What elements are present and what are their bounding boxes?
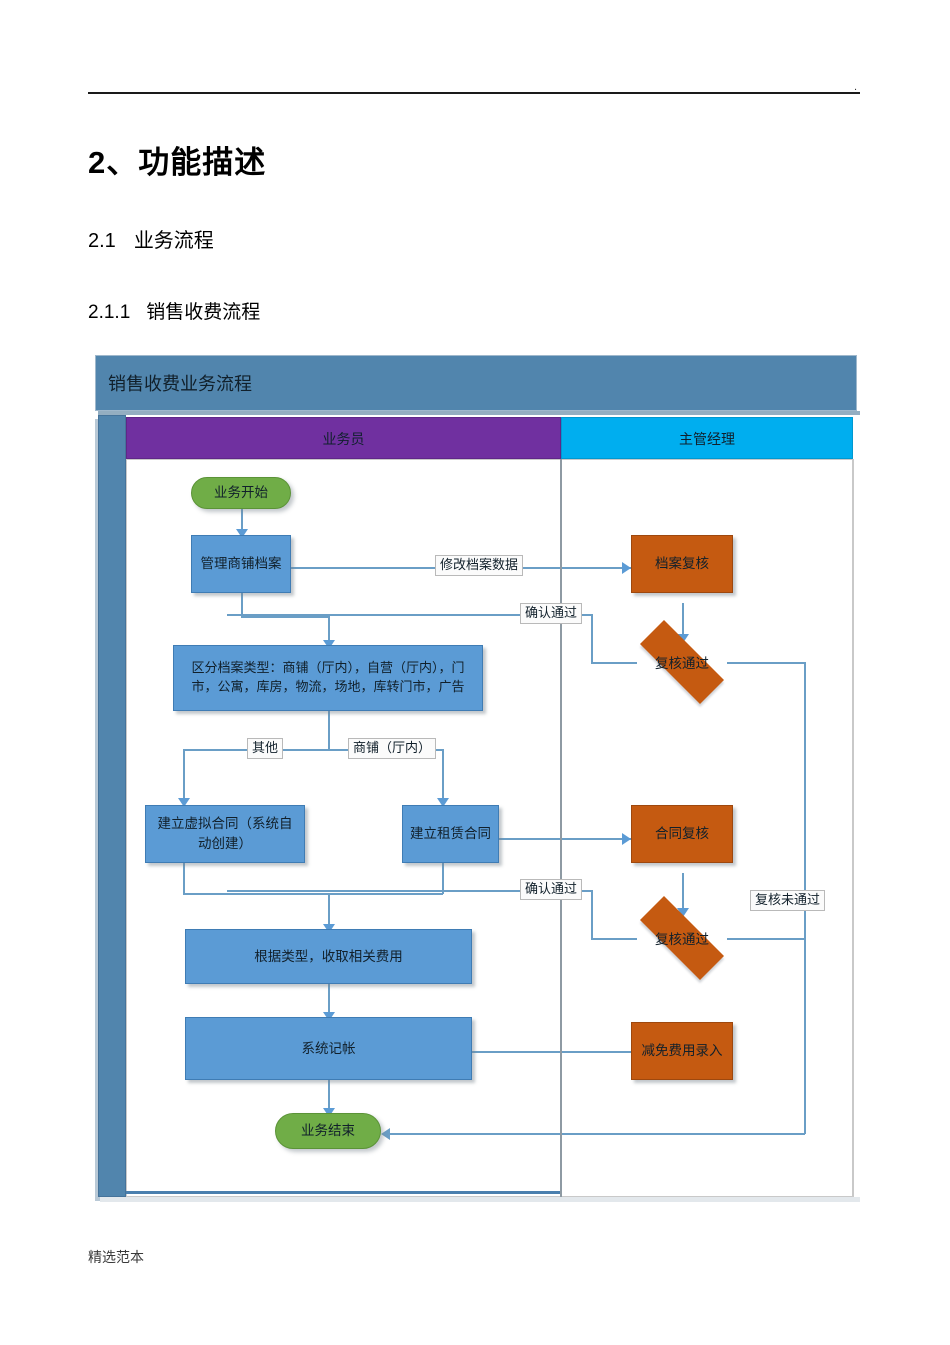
section-number-2-1-1: 2.1.1 bbox=[88, 302, 131, 323]
section-number-2-1: 2.1 bbox=[88, 230, 116, 252]
node-end-label: 业务结束 bbox=[301, 1123, 355, 1139]
edge-converge-fee-h bbox=[183, 893, 443, 895]
swimlane-title-band bbox=[98, 415, 126, 1197]
swimlane-header-sales: 业务员 bbox=[126, 417, 561, 459]
edge-manage-down bbox=[241, 593, 243, 617]
node-virtual-contract[interactable]: 建立虚拟合同（系统自动创建） bbox=[145, 805, 305, 863]
node-end[interactable]: 业务结束 bbox=[275, 1113, 381, 1149]
edge-label-modify-archive-data: 修改档案数据 bbox=[435, 555, 524, 577]
node-virtual-contract-label: 建立虚拟合同（系统自动创建） bbox=[157, 816, 293, 851]
node-contract-review-label: 合同复核 bbox=[655, 826, 709, 842]
edge-contreview-contpass-arrow bbox=[677, 908, 689, 917]
node-archive-review-label: 档案复核 bbox=[655, 556, 709, 572]
edge-lease-contreview bbox=[499, 838, 631, 840]
node-collect-fee-label: 根据类型，收取相关费用 bbox=[254, 948, 403, 964]
edge-contpass-fail-v bbox=[804, 938, 806, 1134]
edge-start-manage bbox=[241, 506, 243, 534]
lane-guide-line bbox=[560, 459, 562, 1197]
edge-archpass-right-h bbox=[727, 662, 805, 664]
flowchart-title-bar: 销售收费业务流程 bbox=[95, 355, 857, 411]
page-title: 2、功能描述 bbox=[88, 145, 267, 180]
header-rule bbox=[88, 92, 860, 94]
node-contract-review[interactable]: 合同复核 bbox=[631, 805, 733, 863]
node-archive-review-pass[interactable]: 复核通过 bbox=[622, 620, 742, 704]
edge-archpass-right-v bbox=[804, 662, 806, 938]
title-bar-shadow bbox=[98, 411, 860, 415]
section-heading-2-1-1: 2.1.1 销售收费流程 bbox=[88, 297, 260, 324]
edge-manage-archreview-arrow bbox=[622, 562, 631, 574]
edge-contpass-left-h1 bbox=[591, 938, 637, 940]
edge-manage-classify-v bbox=[328, 616, 330, 644]
edge-contpass-fail-arrow bbox=[381, 1128, 390, 1140]
edge-label-shop-hall: 商铺（厅内） bbox=[348, 738, 437, 760]
edge-archpass-left-h2 bbox=[227, 614, 592, 616]
edge-contpass-fail-h1 bbox=[727, 938, 805, 940]
edge-archreview-archpass bbox=[682, 603, 684, 639]
edge-branch-other-arrow bbox=[178, 798, 190, 807]
edge-label-confirm-pass-1: 确认通过 bbox=[520, 603, 583, 625]
edge-manage-classify-arrow bbox=[323, 640, 335, 649]
section-title-2-1: 业务流程 bbox=[133, 230, 214, 252]
node-lease-contract[interactable]: 建立租赁合同 bbox=[402, 805, 499, 863]
edge-classify-branch-h bbox=[183, 749, 443, 751]
edge-branch-other-v bbox=[183, 749, 185, 804]
edge-contpass-fail-h2 bbox=[385, 1133, 805, 1135]
edge-label-review-not-pass: 复核未通过 bbox=[750, 890, 826, 912]
edge-manage-classify-h bbox=[241, 616, 329, 618]
edge-label-confirm-pass-2: 确认通过 bbox=[520, 879, 583, 901]
node-start[interactable]: 业务开始 bbox=[191, 477, 291, 509]
node-fee-reduction-entry[interactable]: 减免费用录入 bbox=[631, 1022, 733, 1080]
edge-branch-shop-arrow bbox=[437, 798, 449, 807]
swimlane-label-manager: 主管经理 bbox=[679, 431, 735, 447]
section-heading-2-1: 2.1 业务流程 bbox=[88, 224, 214, 253]
page-footer: 精选范本 bbox=[88, 1249, 144, 1265]
swimlane-label-sales: 业务员 bbox=[322, 431, 365, 447]
edge-contpass-left-h2 bbox=[227, 890, 592, 892]
node-contract-review-pass[interactable]: 复核通过 bbox=[622, 896, 742, 980]
edge-fee-account bbox=[328, 984, 330, 1017]
node-collect-fee[interactable]: 根据类型，收取相关费用 bbox=[185, 929, 472, 984]
edge-contpass-left-v bbox=[591, 890, 593, 939]
edge-classify-branch-v bbox=[328, 710, 330, 750]
flowchart-title: 销售收费业务流程 bbox=[108, 374, 252, 394]
edge-lease-contreview-arrow bbox=[622, 833, 631, 845]
flowchart-figure: 销售收费业务流程 业务员 主管经理 bbox=[95, 355, 860, 1202]
node-manage-archive[interactable]: 管理商铺档案 bbox=[191, 535, 291, 593]
edge-account-end bbox=[328, 1080, 330, 1113]
node-classify-type[interactable]: 区分档案类型：商铺（厅内），自营（厅内），门市，公寓，库房，物流，场地，库转门市… bbox=[173, 645, 483, 711]
edge-contreview-contpass bbox=[682, 873, 684, 913]
edge-branch-shop-v bbox=[442, 749, 444, 804]
node-manage-archive-label: 管理商铺档案 bbox=[200, 556, 282, 572]
node-system-accounting[interactable]: 系统记帐 bbox=[185, 1017, 472, 1080]
left-band-shadow bbox=[95, 419, 100, 1201]
lane-right-edge bbox=[852, 459, 854, 1197]
edge-archpass-left-h1 bbox=[591, 662, 637, 664]
flowchart-shadow bbox=[100, 1197, 860, 1202]
edge-virtual-down bbox=[183, 863, 185, 894]
node-start-label: 业务开始 bbox=[214, 485, 268, 501]
edge-label-other: 其他 bbox=[247, 738, 284, 760]
edge-fee-account-arrow bbox=[323, 1012, 335, 1021]
swimlane-bottom-accent bbox=[126, 1191, 561, 1194]
node-fee-reduction-entry-label: 减免费用录入 bbox=[641, 1043, 723, 1059]
section-title-2-1-1: 销售收费流程 bbox=[146, 302, 261, 323]
edge-lease-down bbox=[442, 863, 444, 894]
node-classify-type-label: 区分档案类型：商铺（厅内），自营（厅内），门市，公寓，库房，物流，场地，库转门市… bbox=[191, 660, 465, 694]
edge-account-end-arrow bbox=[323, 1108, 335, 1117]
node-contract-review-pass-label: 复核通过 bbox=[655, 932, 709, 947]
node-archive-review[interactable]: 档案复核 bbox=[631, 535, 733, 593]
edge-reduce-account bbox=[454, 1051, 632, 1053]
node-lease-contract-label: 建立租赁合同 bbox=[410, 826, 491, 842]
swimlane-header-manager: 主管经理 bbox=[561, 417, 853, 459]
edge-archpass-left-v bbox=[591, 614, 593, 663]
edge-converge-fee-arrow bbox=[323, 924, 335, 933]
node-system-accounting-label: 系统记帐 bbox=[301, 1040, 356, 1056]
node-archive-review-pass-label: 复核通过 bbox=[655, 656, 709, 671]
edge-start-manage-arrow bbox=[236, 529, 248, 538]
header-mark: . bbox=[854, 81, 858, 93]
edge-converge-fee-v bbox=[328, 893, 330, 929]
